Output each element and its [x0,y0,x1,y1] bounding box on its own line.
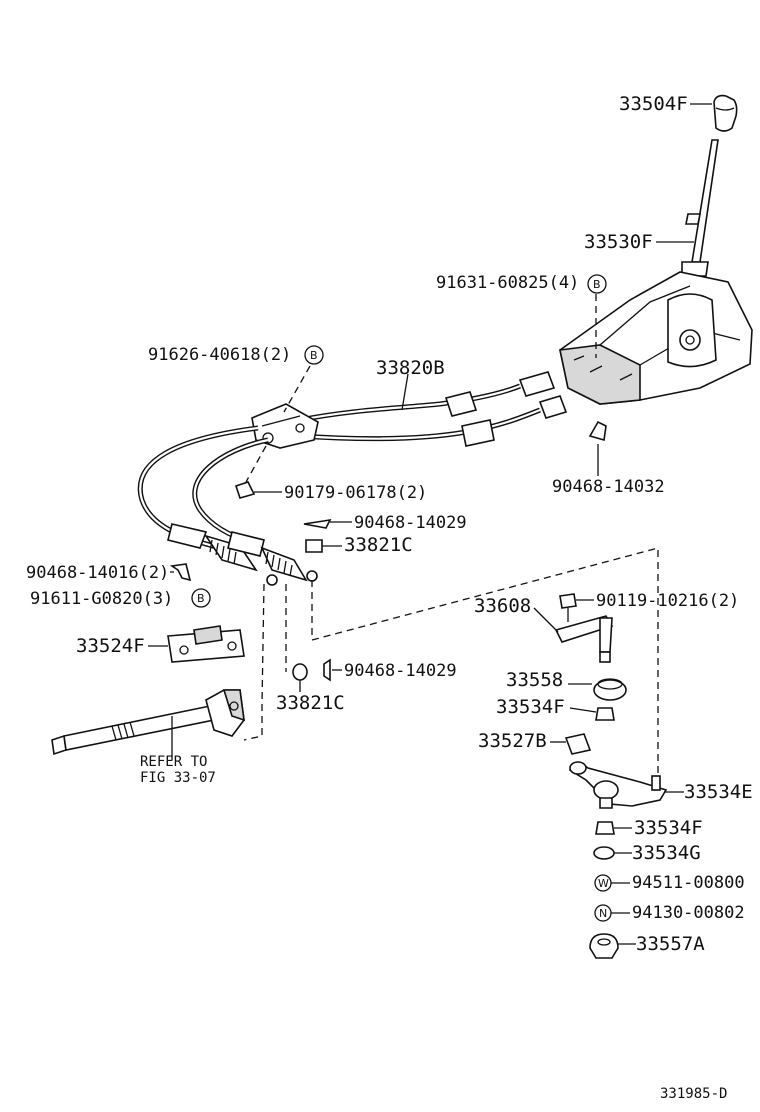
label-33534G: 33534G [632,842,701,864]
svg-text:B: B [310,349,318,362]
label-94130: 94130-00802 [632,903,745,923]
leader-33534F-upper [569,707,597,713]
refer-to-line2: FIG 33-07 [140,770,216,786]
shift-lever-housing-part [559,271,753,405]
retainer-33527B-part [564,733,592,755]
marker-w-icon: W [594,874,612,892]
marker-n-icon: N [594,904,612,922]
label-33557A: 33557A [636,933,705,955]
clip-90468-14016-part [169,563,192,582]
clip-90468-14032-part [588,420,607,442]
clip-90468-14029-upper-part [303,518,332,529]
label-33527B: 33527B [478,730,547,752]
svg-text:N: N [599,907,607,920]
label-90468-14029-lower: 90468-14029 [344,661,457,681]
label-33534F-lower: 33534F [634,817,703,839]
svg-text:W: W [598,877,609,890]
label-33558: 33558 [506,669,563,691]
marker-b-icon: B [191,588,211,608]
svg-text:B: B [197,592,205,605]
lever-arm-33608-part [554,615,614,663]
label-91631: 91631-60825(4) [436,273,579,293]
label-33821C-lower: 33821C [276,692,345,714]
label-33821C-upper: 33821C [344,534,413,556]
bolt-90179-part [234,481,256,499]
label-33504F: 33504F [619,93,688,115]
marker-b-icon: B [587,274,607,294]
label-33534E: 33534E [684,781,753,803]
cable-bracket-33524F-part [167,625,245,663]
dash-cable-to-33821C-upper [311,547,659,780]
washer-33534G-part [593,846,615,860]
shift-cable-assembly-part [137,371,568,586]
label-90468-14032: 90468-14032 [552,477,665,497]
clip-90468-14029-lower-part [323,658,331,682]
label-94511: 94511-00800 [632,873,745,893]
dash-90179 [245,445,267,483]
shift-knob-part [713,94,738,132]
dash-cable-to-shaft [243,583,265,741]
label-33524F: 33524F [76,635,145,657]
label-90119: 90119-10216(2) [596,591,739,611]
selector-lever-33534E-part [568,761,668,809]
leader-33820B [401,373,409,411]
svg-text:B: B [593,278,601,291]
bushing-33558-part [593,678,627,701]
refer-to-line1: REFER TO [140,754,207,770]
dash-91626 [283,365,311,413]
label-33530F: 33530F [584,231,653,253]
bushing-33534F-upper-part [595,707,615,721]
label-33820B: 33820B [376,357,445,379]
leader-33608 [533,607,559,633]
bushing-33821C-lower-part [292,663,308,681]
label-90468-14016: 90468-14016(2) [26,563,169,583]
label-91611: 91611-G0820(3) [30,589,173,609]
label-90468-14029-upper: 90468-14029 [354,513,467,533]
figure-id: 331985-D [660,1086,727,1102]
bushing-33557A-part [589,933,619,959]
bushing-33821C-upper-part [305,539,323,553]
bolt-90119-part [559,593,577,622]
marker-b-icon: B [304,345,324,365]
label-90179: 90179-06178(2) [284,483,427,503]
bushing-33534F-lower-part [595,821,615,835]
shift-lever-rod-part [681,139,719,277]
label-91626: 91626-40618(2) [148,345,291,365]
label-33608: 33608 [474,595,531,617]
label-33534F-upper: 33534F [496,696,565,718]
transmission-shaft-part [51,689,245,756]
